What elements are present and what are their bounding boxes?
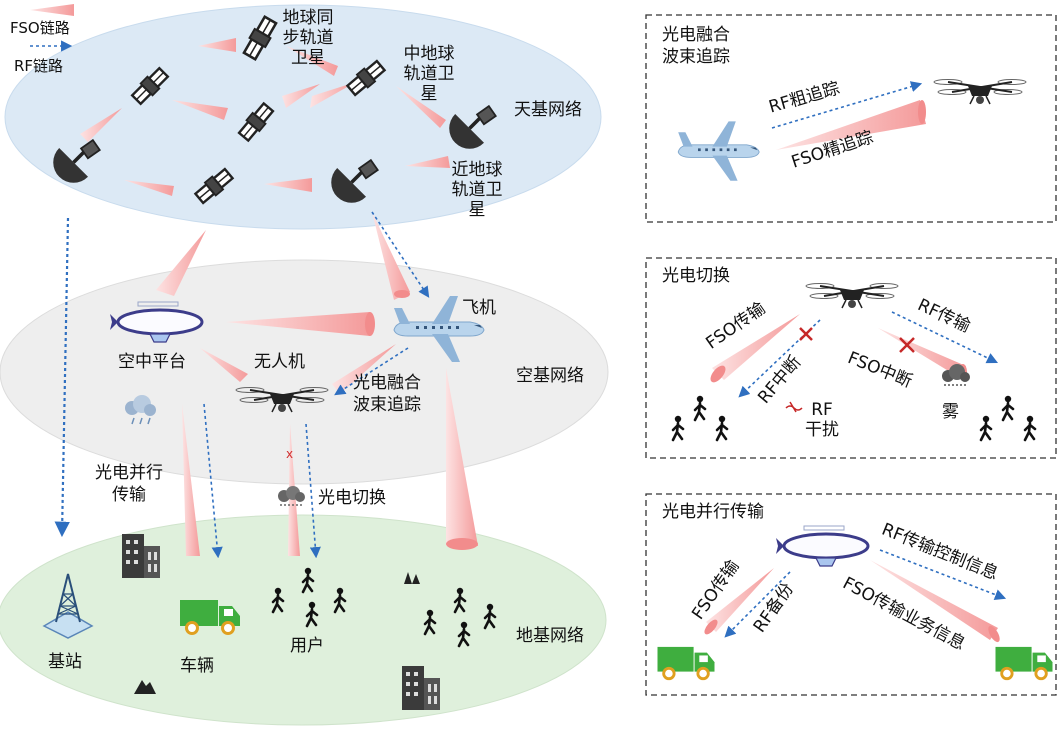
panel-switching-interference-label: RF干扰 bbox=[805, 400, 839, 440]
user-group-icon-3 bbox=[671, 394, 729, 442]
panel-switching-title: 光电切换 bbox=[662, 266, 730, 286]
user-label: 用户 bbox=[290, 636, 324, 656]
break-x-icon-2 bbox=[899, 337, 915, 353]
panel-parallel-airship-icon bbox=[774, 524, 870, 568]
beam-plane-ground-spot bbox=[446, 538, 478, 550]
air-network-label: 空基网络 bbox=[516, 366, 584, 386]
break-x-icon bbox=[799, 327, 813, 341]
cloud-rain-icon bbox=[125, 395, 156, 425]
panel-beam-tracking-frame bbox=[645, 14, 1057, 223]
meo-satellite-label: 中地球轨道卫星 bbox=[403, 44, 455, 104]
space-network-label: 天基网络 bbox=[514, 100, 582, 120]
panel-switching-frame bbox=[645, 257, 1057, 459]
panel-tracking-fso-beam bbox=[776, 100, 926, 150]
rf-plane-to-uav bbox=[334, 347, 409, 396]
ground-network-label: 地基网络 bbox=[516, 626, 584, 646]
beam-plane-to-uav bbox=[332, 344, 396, 394]
rf-uav-to-user bbox=[305, 423, 321, 559]
beam-platform-plane-spot bbox=[365, 312, 375, 336]
plane-label: 飞机 bbox=[462, 298, 496, 318]
parallel-transmission-label: 光电并行传输 bbox=[95, 463, 163, 505]
panel-tracking-graphics bbox=[677, 78, 1027, 182]
panel-tracking-rf-arrow bbox=[771, 81, 923, 129]
panel-parallel-fso-beam-left bbox=[706, 568, 774, 632]
user-group-icon-4 bbox=[979, 394, 1037, 442]
panel-parallel-truck-icon-2 bbox=[994, 645, 1054, 681]
legend-fso-beam bbox=[30, 4, 74, 16]
beam-platform-to-vehicle bbox=[182, 404, 200, 556]
mechanism-panels bbox=[645, 14, 1057, 696]
beam-space-plane-spot bbox=[394, 290, 410, 298]
space-network-ellipse bbox=[4, 4, 602, 230]
platform-label: 空中平台 bbox=[118, 352, 186, 372]
vehicle-label: 车辆 bbox=[180, 656, 214, 676]
panel-parallel-rf-arrow-right bbox=[879, 549, 1007, 600]
air-nodes: x bbox=[108, 295, 485, 506]
rf-space-to-basestation bbox=[54, 217, 70, 538]
panel-parallel-graphics bbox=[656, 524, 1054, 681]
fog-cloud-icon bbox=[942, 364, 970, 386]
panel-tracking-plane-icon bbox=[677, 120, 760, 182]
rf-platform-to-vehicle bbox=[203, 403, 223, 559]
leo-satellite-label: 近地球轨道卫星 bbox=[451, 160, 503, 220]
uav-label: 无人机 bbox=[254, 352, 305, 372]
tower-icon bbox=[42, 573, 94, 639]
cloud-fog-icon bbox=[278, 486, 305, 506]
interference-icon bbox=[785, 401, 803, 413]
panel-switching-graphics bbox=[671, 282, 1037, 442]
panel-parallel-fso-beam-right bbox=[870, 560, 998, 640]
beam-tracking-label: 光电融合波束追踪 bbox=[353, 373, 421, 415]
panel-switching-drone-icon bbox=[805, 282, 899, 309]
geo-satellite-label: 地球同步轨道卫星 bbox=[282, 8, 334, 68]
beam-platform-to-plane bbox=[226, 312, 370, 336]
legend-graphics bbox=[30, 4, 74, 52]
ground-network-ellipse bbox=[0, 514, 607, 726]
panel-parallel-truck-icon bbox=[656, 645, 716, 681]
base-station-label: 基站 bbox=[48, 652, 82, 672]
beam-space-to-platform bbox=[156, 230, 206, 296]
switching-label: 光电切换 bbox=[318, 488, 386, 508]
rf-links bbox=[54, 211, 430, 559]
legend-rf-label: RF链路 bbox=[14, 57, 64, 75]
panel-tracking-title: 光电融合波束追踪 bbox=[662, 25, 730, 67]
legend-fso-label: FSO链路 bbox=[10, 19, 70, 37]
beam-platform-to-uav bbox=[200, 348, 248, 382]
tree-icon bbox=[404, 572, 420, 584]
beam-plane-to-ground bbox=[446, 368, 478, 546]
panel-parallel-frame bbox=[645, 493, 1057, 696]
panel-switching-fso-beam bbox=[712, 314, 800, 380]
mountain-icon bbox=[134, 680, 156, 694]
panel-parallel-title: 光电并行传输 bbox=[662, 502, 764, 522]
fso-beams bbox=[80, 38, 478, 556]
panel-tracking-drone-icon bbox=[933, 78, 1027, 105]
ground-nodes bbox=[42, 534, 497, 710]
interruption-x-mark: x bbox=[286, 447, 293, 461]
beam-space-to-plane bbox=[372, 212, 410, 300]
panel-switching-fog-label: 雾 bbox=[942, 402, 959, 422]
rf-leo-to-plane bbox=[371, 211, 430, 298]
panel-switching-fso-break-beam bbox=[878, 328, 966, 378]
panel-switching-rf-arrow-right bbox=[891, 311, 999, 364]
